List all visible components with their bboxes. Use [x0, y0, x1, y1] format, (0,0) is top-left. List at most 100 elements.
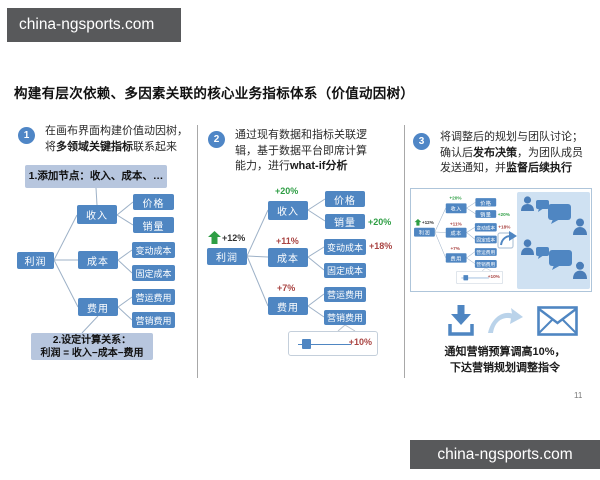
person-icon [573, 261, 587, 279]
mini-tree-preview: +12% +20% +11% +7% +20% +18% 利润 收入 成本 费用… [413, 194, 515, 289]
variable-cost-delta: +18% [498, 224, 511, 230]
step-1-line2-bold: 多领域关键指标 [56, 140, 133, 153]
step-1-line2: 将 [45, 140, 56, 153]
column-divider [404, 125, 405, 378]
step-1-line1: 在画布界面构建价值动因树， [45, 125, 188, 137]
step-2-line1: 通过现有数据和指标关联逻 [235, 129, 367, 141]
step-2-text: 通过现有数据和指标关联逻 辑，基于数据平台即席计算 能力，进行what-if分析 [235, 128, 394, 175]
slider-track [461, 277, 489, 279]
step-2-header: 2 通过现有数据和指标关联逻 辑，基于数据平台即席计算 能力，进行what-if… [208, 128, 394, 175]
node-variable-cost: 变动成本 [474, 223, 497, 232]
profit-delta: +12% [222, 233, 246, 243]
volume-delta: +20% [368, 217, 392, 227]
node-revenue: 收入 [445, 203, 467, 214]
step-1-header: 1 在画布界面构建价值动因树， 将多领域关键指标联系起来 [18, 124, 196, 155]
annotation-add-nodes: 1.添加节点：收入、成本、… [25, 165, 167, 188]
step-3-line3-bold: 监督后续执行 [506, 162, 572, 174]
step-2-line3-bold: what-if分析 [290, 160, 348, 172]
node-expense: 费用 [78, 298, 118, 316]
node-cost: 成本 [445, 227, 467, 238]
calc-relation-formula: 利润 = 收入−成本−费用 [40, 348, 144, 359]
slider-handle [463, 275, 469, 281]
cost-delta: +11% [276, 236, 299, 246]
tree-connector-lines [53, 187, 134, 334]
volume-delta: +20% [497, 211, 510, 217]
notification-line1: 通知营销预算调高10%， [444, 346, 566, 358]
chat-bubble-icon [536, 200, 549, 212]
share-arrow-icon [497, 231, 517, 249]
tree-connector-lines [246, 198, 356, 332]
node-operating-expense: 营运费用 [132, 289, 175, 305]
revenue-delta: +20% [275, 186, 299, 196]
person-icon [573, 218, 587, 235]
node-variable-cost: 变动成本 [132, 242, 175, 258]
node-profit: 利润 [414, 227, 435, 237]
variable-cost-delta: +18% [369, 241, 393, 251]
mail-icon [537, 306, 578, 336]
node-revenue: 收入 [77, 205, 117, 224]
step-2-line2: 辑，基于数据平台即席计算 [235, 144, 367, 157]
node-cost: 成本 [78, 251, 118, 269]
chat-bubble-icon [548, 204, 571, 224]
slider-value: +10% [487, 274, 500, 280]
tree-connector-lines [434, 202, 492, 272]
notification-caption: 通知营销预算调高10%， 下达营销规划调整指令 [410, 344, 600, 376]
step-3-line1: 将调整后的规划与团队讨论； [440, 131, 583, 143]
slider-value: +10% [348, 337, 372, 347]
notification-line2: 下达营销规划调整指令 [450, 362, 560, 374]
chat-bubble-icon [536, 247, 549, 259]
expense-delta: +7% [450, 246, 460, 252]
step-3-line2-rest: ，为团队成员 [517, 146, 583, 159]
node-price: 价格 [475, 198, 497, 207]
adjustment-slider: +10% [456, 270, 503, 284]
step-3-line3: 发送通知，并 [440, 162, 506, 174]
profit-up-arrow-icon [414, 218, 422, 226]
node-volume: 销量 [475, 210, 497, 218]
node-price: 价格 [325, 191, 365, 207]
node-fixed-cost: 固定成本 [474, 235, 497, 244]
step-1-line2-rest: 联系起来 [133, 140, 177, 153]
slider-track [298, 344, 351, 345]
step-3-header: 3 将调整后的规划与团队讨论； 确认后发布决策，为团队成员 发送通知，并监督后续… [413, 130, 595, 177]
value-driver-tree-build: 1.添加节点：收入、成本、… 利润 收入 成本 费用 价格 销量 变动成本 固定… [14, 160, 198, 365]
forward-arrow-icon [488, 308, 523, 333]
node-volume: 销量 [133, 217, 174, 233]
column-divider [197, 125, 198, 378]
brand-banner-bottom: china-ngsports.com [410, 440, 600, 469]
slider-handle [302, 339, 311, 349]
node-variable-cost: 变动成本 [324, 239, 366, 255]
person-icon [521, 196, 534, 211]
person-icon [521, 239, 534, 255]
step-1-badge: 1 [18, 127, 35, 144]
node-profit: 利润 [207, 248, 247, 265]
calc-relation-title: 2.设定计算关系： [52, 335, 132, 346]
node-cost: 成本 [268, 248, 308, 267]
node-marketing-expense: 营销费用 [132, 312, 175, 328]
value-driver-tree-whatif: +12% +20% +11% +7% +20% +18% 利润 收入 成本 费用… [205, 183, 395, 358]
step-3-line2-bold: 发布决策 [473, 146, 517, 159]
value-driver-tree-whatif: +12% +20% +11% +7% +20% +18% 利润 收入 成本 费用… [413, 194, 512, 285]
node-fixed-cost: 固定成本 [324, 263, 366, 278]
node-profit: 利润 [17, 252, 54, 269]
share-discussion-panel: +12% +20% +11% +7% +20% +18% 利润 收入 成本 费用… [410, 188, 592, 292]
node-operating-expense: 营运费用 [474, 248, 497, 256]
node-expense: 费用 [445, 253, 467, 263]
team-discussion-area [517, 192, 590, 289]
brand-banner-top: china-ngsports.com [7, 8, 181, 42]
node-fixed-cost: 固定成本 [132, 265, 175, 281]
node-volume: 销量 [325, 214, 365, 229]
step-1-text: 在画布界面构建价值动因树， 将多领域关键指标联系起来 [45, 124, 196, 155]
download-icon [448, 305, 474, 336]
page-title: 构建有层次依赖、多因素关联的核心业务指标体系（价值动因树） [14, 86, 415, 101]
cost-delta: +11% [449, 221, 462, 227]
expense-delta: +7% [277, 283, 296, 293]
profit-up-arrow-icon [208, 231, 221, 244]
step-2-line3: 能力，进行 [235, 160, 290, 172]
node-marketing-expense: 营销费用 [324, 310, 366, 325]
step-2-badge: 2 [208, 131, 225, 148]
annotation-calc-relation: 2.设定计算关系： 利润 = 收入−成本−费用 [31, 333, 153, 360]
node-revenue: 收入 [268, 201, 308, 220]
node-price: 价格 [133, 194, 174, 210]
profit-delta: +12% [421, 220, 434, 226]
